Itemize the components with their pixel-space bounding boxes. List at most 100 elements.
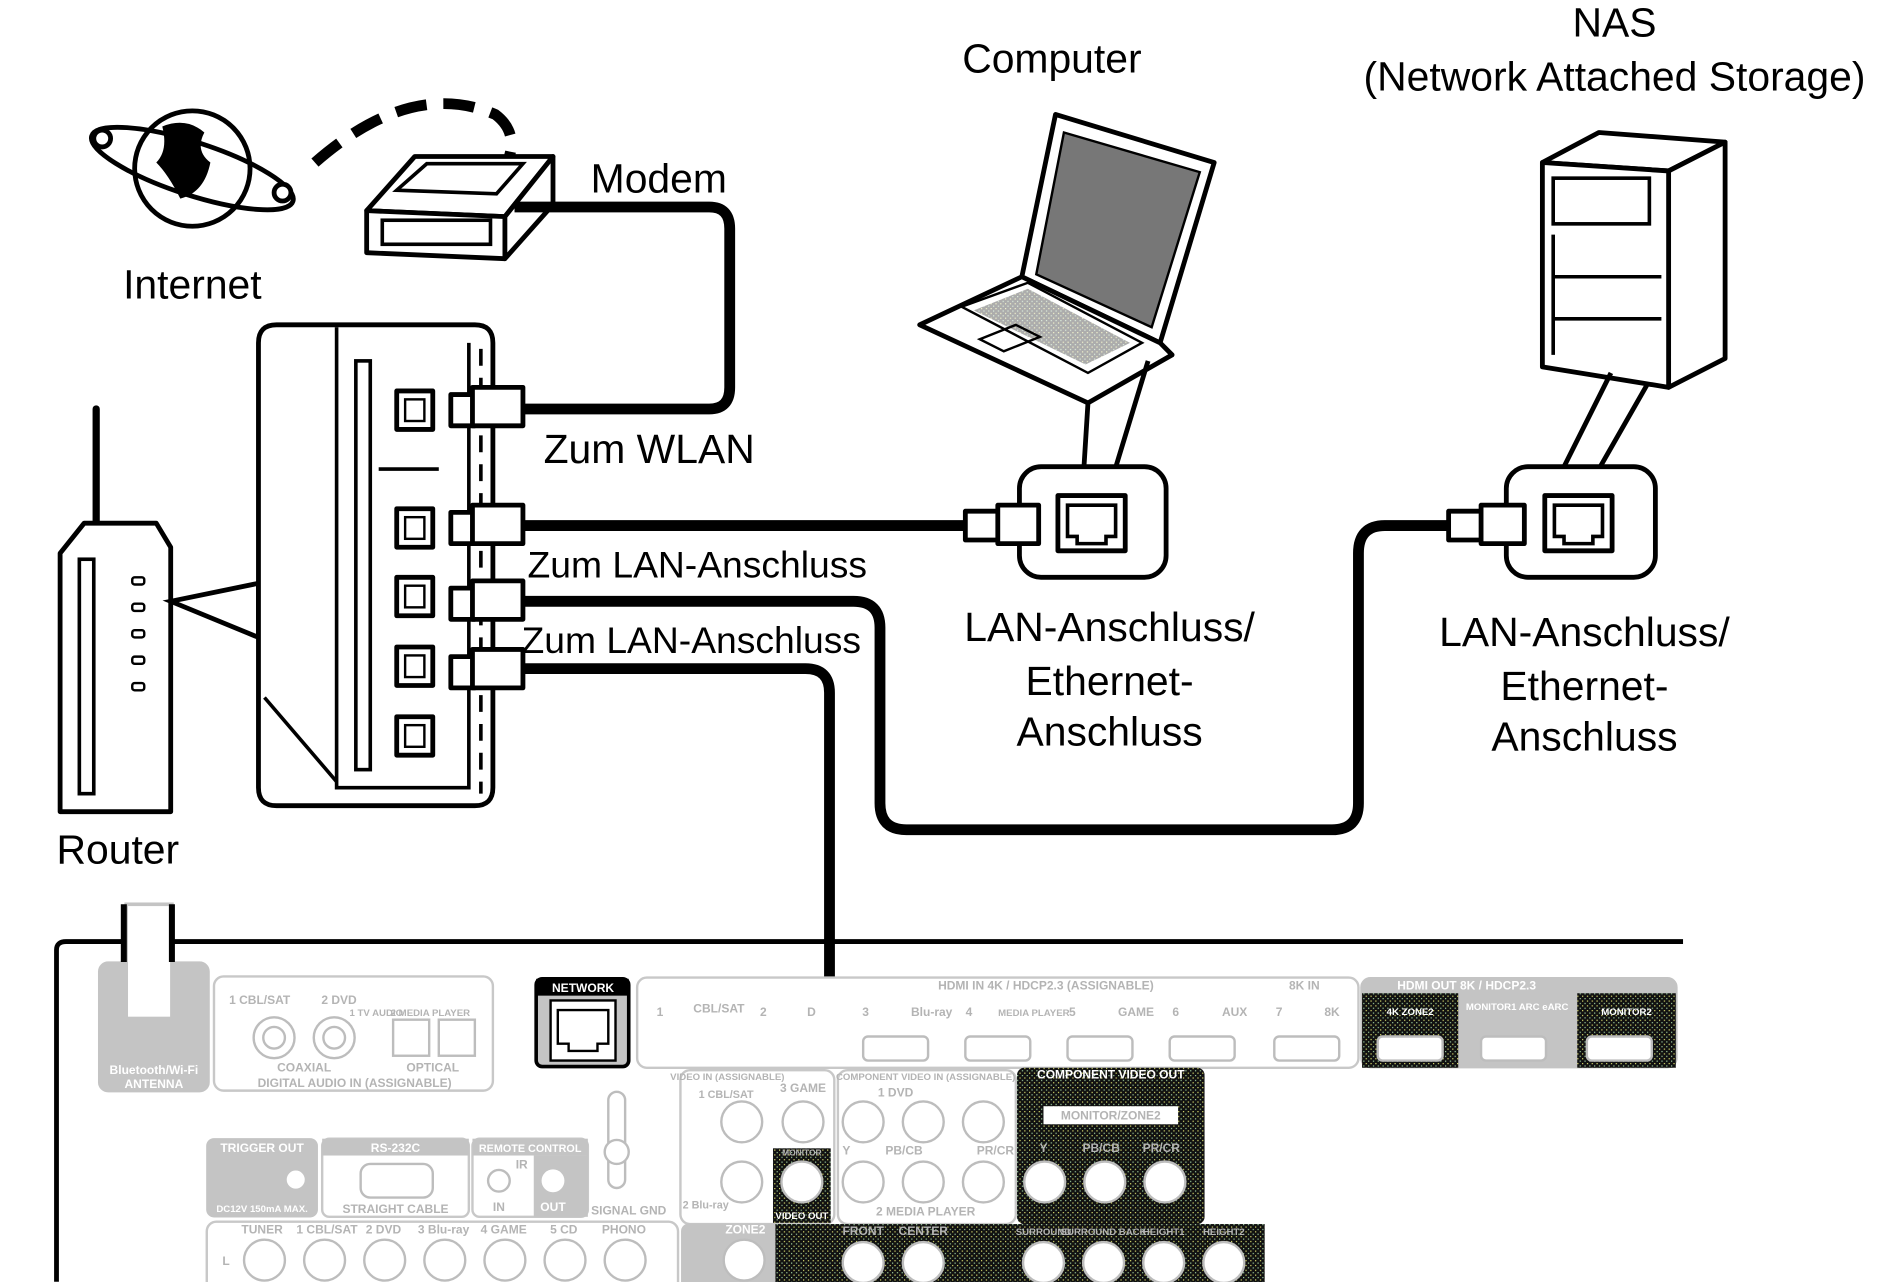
monitor-zone2-label: MONITOR/ZONE2 xyxy=(1061,1108,1161,1122)
pre-surround: SURROUND xyxy=(1016,1227,1072,1238)
ethernet-plugs xyxy=(448,384,526,691)
lan-port-icon xyxy=(394,714,436,758)
component-in-title: COMPONENT VIDEO IN (ASSIGNABLE) xyxy=(836,1072,1015,1083)
component-out-y: Y xyxy=(1039,1141,1047,1155)
zum-lan-label-1: Zum LAN-Anschluss xyxy=(528,543,868,585)
modem-cable xyxy=(514,201,736,415)
audio-left: L xyxy=(222,1254,229,1268)
analog-audio-in-panel: TUNER 1 CBL/SAT 2 DVD 3 Blu-ray 4 GAME 5… xyxy=(205,1220,680,1282)
pre-height2: HEIGHT2 xyxy=(1203,1227,1245,1238)
component-2-media: 2 MEDIA PLAYER xyxy=(876,1205,976,1219)
component-out-panel: COMPONENT VIDEO OUT MONITOR/ZONE2 Y PB/C… xyxy=(1017,1068,1205,1225)
receiver-network-port[interactable]: NETWORK xyxy=(534,977,631,1069)
rs232c-title: RS-232C xyxy=(371,1141,421,1155)
rs232c-cable: STRAIGHT CABLE xyxy=(342,1202,448,1216)
internet-label: Internet xyxy=(123,261,262,307)
ethernet-plug-icon xyxy=(448,502,526,547)
video-in-title: VIDEO IN (ASSIGNABLE) xyxy=(670,1072,784,1083)
video-2-label: 2 Blu-ray xyxy=(683,1199,729,1211)
computer-port-label-line2: Ethernet- xyxy=(1026,658,1194,704)
nas-cable xyxy=(522,520,1449,836)
component-pb: PB/CB xyxy=(885,1143,923,1157)
hdmi-in-title: HDMI IN 4K / HDCP2.3 (ASSIGNABLE) xyxy=(938,979,1154,993)
pre-front: FRONT xyxy=(842,1224,884,1238)
monitor-label: MONITOR xyxy=(782,1148,822,1158)
computer-label: Computer xyxy=(962,35,1141,81)
hdmi-2: 2 xyxy=(760,1005,767,1019)
signal-gnd-label: SIGNAL GND xyxy=(591,1203,667,1217)
hdmi-2-label: D xyxy=(807,1005,816,1019)
audio-cbl: 1 CBL/SAT xyxy=(296,1223,358,1237)
audio-game: 4 GAME xyxy=(481,1223,527,1237)
hdmi-out-title: HDMI OUT 8K / HDCP2.3 xyxy=(1397,979,1536,993)
remote-control-panel: REMOTE CONTROL IR IN OUT xyxy=(471,1137,590,1219)
nas-port-label-line1: LAN-Anschluss/ xyxy=(1439,609,1730,655)
hdmi-out-panel: HDMI OUT 8K / HDCP2.3 4K ZONE2 MONITOR1 … xyxy=(1360,977,1678,1069)
hdmi-7: 7 xyxy=(1276,1005,1283,1019)
pre-out-panel: ZONE2 FRONT CENTER SURROUND SURROUND BAC… xyxy=(681,1223,1265,1282)
hdmi-out-monitor1: MONITOR1 ARC eARC xyxy=(1466,1002,1569,1013)
nas-tower-icon xyxy=(1539,130,1728,471)
antenna-label-2: ANTENNA xyxy=(125,1077,184,1091)
hdmi-6: 6 xyxy=(1172,1005,1179,1019)
hdmi-8k-title: 8K IN xyxy=(1289,979,1320,993)
video-1-label: 1 CBL/SAT xyxy=(699,1089,754,1101)
audio-tuner: TUNER xyxy=(241,1223,283,1237)
hdmi-3-label: Blu-ray xyxy=(911,1005,953,1019)
internet-globe-icon xyxy=(88,108,296,229)
nas-port-label-line2: Ethernet- xyxy=(1500,663,1668,709)
computer-lan-port-callout xyxy=(962,464,1169,580)
lan-port-icon xyxy=(394,388,436,432)
network-label: NETWORK xyxy=(552,981,614,995)
remote-in-label: IN xyxy=(493,1200,505,1214)
hdmi-5: 5 xyxy=(1069,1005,1076,1019)
component-in-panel: COMPONENT VIDEO IN (ASSIGNABLE) 1 DVD Y … xyxy=(836,1068,1018,1226)
modem-label: Modem xyxy=(591,156,727,202)
ethernet-plug-icon xyxy=(448,384,526,429)
router-label: Router xyxy=(56,826,179,872)
nas-title: NAS xyxy=(1573,0,1657,45)
remote-out-label: OUT xyxy=(540,1200,566,1214)
component-y: Y xyxy=(842,1143,850,1157)
coaxial-label: COAXIAL xyxy=(277,1060,331,1074)
digital-audio-in-panel: 1 CBL/SAT 2 DVD 1 TV AUDIO 2 MEDIA PLAYE… xyxy=(212,975,495,1092)
audio-cd: 5 CD xyxy=(550,1223,578,1237)
router-lan-ports xyxy=(394,388,436,758)
component-pr: PR/CR xyxy=(977,1143,1015,1157)
pre-center: CENTER xyxy=(899,1224,949,1238)
hdmi-in-panel: HDMI IN 4K / HDCP2.3 (ASSIGNABLE) 8K IN … xyxy=(635,976,1360,1069)
hdmi-6-label: AUX xyxy=(1222,1005,1247,1019)
computer-port-label-line1: LAN-Anschluss/ xyxy=(964,604,1255,650)
audio-dvd: 2 DVD xyxy=(366,1223,402,1237)
zum-wlan-label: Zum WLAN xyxy=(544,426,755,472)
pre-height1: HEIGHT1 xyxy=(1143,1227,1185,1238)
wireless-link xyxy=(311,98,517,167)
hdmi-out-zone2: 4K ZONE2 xyxy=(1387,1007,1434,1018)
av-receiver-rear-panel: Bluetooth/Wi-Fi ANTENNA 1 CBL/SAT 2 DVD … xyxy=(54,902,1684,1282)
hdmi-7-label: 8K xyxy=(1324,1005,1340,1019)
hdmi-4: 4 xyxy=(966,1005,973,1019)
video-out-label: VIDEO OUT xyxy=(775,1211,828,1222)
rs232c-panel: RS-232C STRAIGHT CABLE xyxy=(320,1137,471,1219)
pre-surround-back: SURROUND BACK xyxy=(1061,1227,1147,1238)
nas-subtitle: (Network Attached Storage) xyxy=(1364,53,1866,99)
hdmi-5-label: GAME xyxy=(1118,1005,1154,1019)
ir-label: IR xyxy=(516,1158,528,1172)
nas-lan-port-callout xyxy=(1446,464,1658,580)
hdmi-1: 1 xyxy=(657,1005,664,1019)
optical-2-label: 2 MEDIA PLAYER xyxy=(391,1008,470,1019)
lan-port-icon xyxy=(394,574,436,619)
remote-title: REMOTE CONTROL xyxy=(479,1143,582,1155)
video-3-game: 3 GAME xyxy=(780,1081,826,1095)
antenna-label: Bluetooth/Wi-Fi xyxy=(110,1063,199,1077)
digital-audio-title: DIGITAL AUDIO IN (ASSIGNABLE) xyxy=(258,1076,452,1090)
laptop-icon xyxy=(917,112,1217,500)
coax-2-label: 2 DVD xyxy=(321,993,357,1007)
lan-port-icon xyxy=(394,506,436,550)
bluetooth-wifi-antenna: Bluetooth/Wi-Fi ANTENNA xyxy=(97,902,210,1093)
signal-gnd-terminal: SIGNAL GND xyxy=(591,1090,667,1217)
hdmi-3: 3 xyxy=(862,1005,869,1019)
hdmi-out-monitor2: MONITOR2 xyxy=(1601,1007,1652,1018)
hdmi-4-label: MEDIA PLAYER xyxy=(998,1008,1069,1019)
